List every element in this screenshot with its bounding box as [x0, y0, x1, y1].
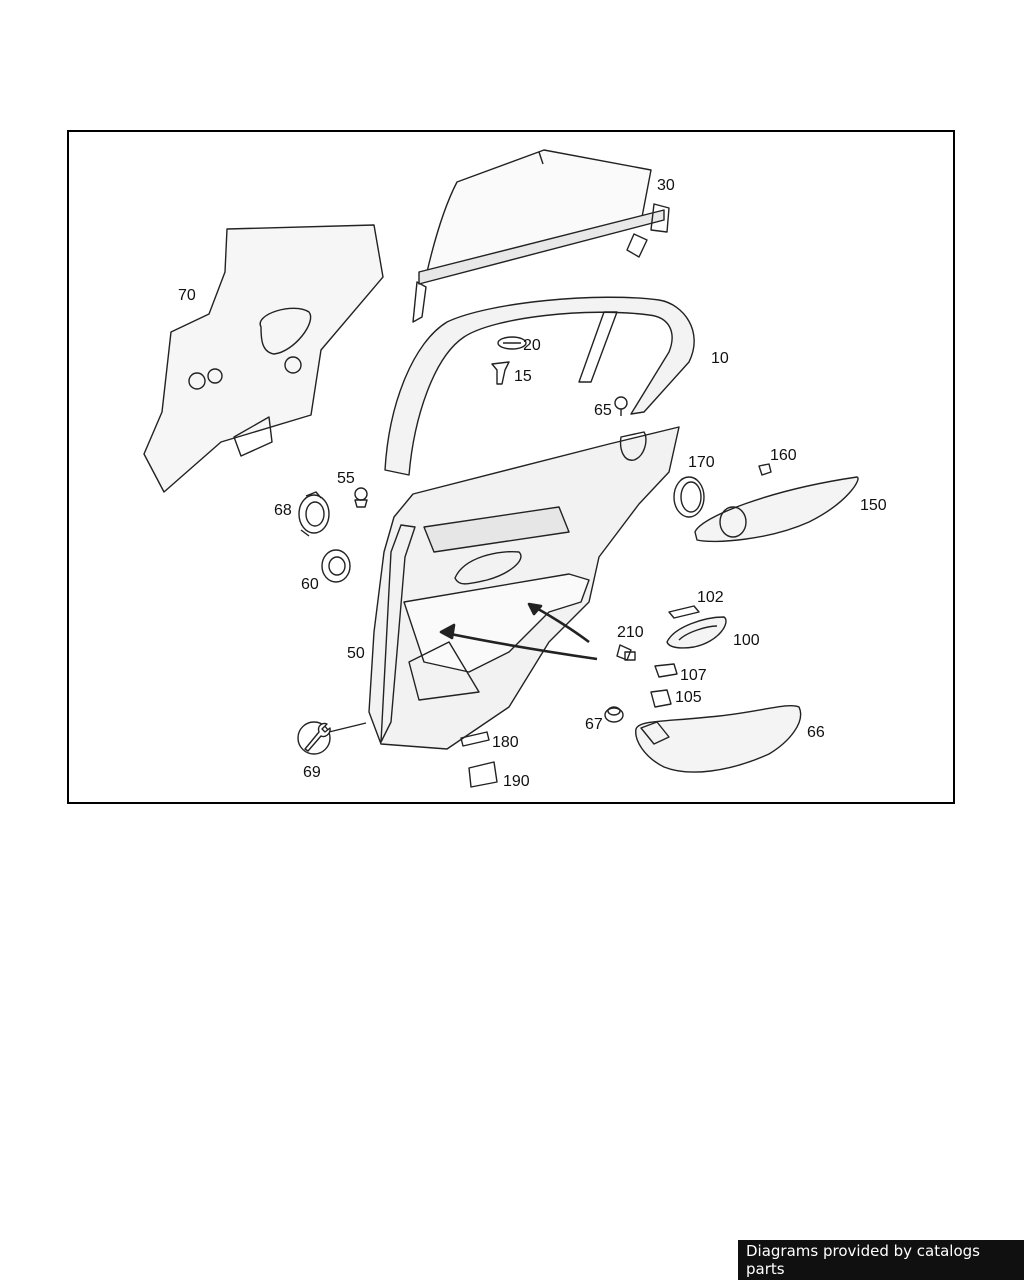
part-60-speaker[interactable]: [321, 549, 351, 583]
callout-60[interactable]: 60: [301, 576, 319, 593]
callout-20[interactable]: 20: [523, 337, 541, 354]
callout-160[interactable]: 160: [770, 447, 797, 464]
part-160-clip[interactable]: [758, 463, 772, 476]
parts-diagram-frame: 70 30 20 15 10 65 55 68 60 50 170 160 15…: [67, 130, 955, 804]
part-10-window-frame-trim[interactable]: [384, 296, 695, 476]
callout-labels: 70 30 20 15 10 65 55 68 60 50 170 160 15…: [178, 177, 887, 790]
exploded-parts-diagram: 70 30 20 15 10 65 55 68 60 50 170 160 15…: [143, 149, 887, 790]
part-50-door-trim-panel[interactable]: [368, 426, 680, 750]
credit-banner: Diagrams provided by catalogs parts: [738, 1240, 1024, 1280]
part-180-lamp[interactable]: [460, 731, 490, 747]
part-55-clip[interactable]: [354, 487, 368, 508]
part-69-tool-symbol[interactable]: [297, 721, 367, 755]
callout-150[interactable]: 150: [860, 497, 887, 514]
part-20-emblem[interactable]: [497, 336, 527, 350]
callout-100[interactable]: 100: [733, 632, 760, 649]
callout-50[interactable]: 50: [347, 645, 365, 662]
part-150-trim-strip[interactable]: [694, 476, 859, 543]
part-102-trim[interactable]: [668, 605, 700, 619]
callout-67[interactable]: 67: [585, 716, 603, 733]
callout-69[interactable]: 69: [303, 764, 321, 781]
part-66-armrest[interactable]: [635, 704, 802, 773]
part-70-insulation-sheet[interactable]: [143, 224, 384, 493]
callout-68[interactable]: 68: [274, 502, 292, 519]
part-107-switch[interactable]: [654, 663, 678, 678]
callout-180[interactable]: 180: [492, 734, 519, 751]
callout-210[interactable]: 210: [617, 624, 644, 641]
part-30-sun-blind[interactable]: [412, 149, 670, 323]
part-190-housing[interactable]: [468, 761, 498, 788]
part-100-handle-bezel[interactable]: [666, 616, 727, 649]
callout-105[interactable]: 105: [675, 689, 702, 706]
callout-70[interactable]: 70: [178, 287, 196, 304]
part-170-tweeter-cover[interactable]: [673, 476, 705, 518]
arrow-210-to-panel: [439, 602, 598, 661]
part-67-grommet[interactable]: [604, 706, 624, 723]
part-15-retainer[interactable]: [491, 361, 510, 385]
callout-190[interactable]: 190: [503, 773, 530, 790]
part-105-switch[interactable]: [650, 689, 672, 708]
credit-text: Diagrams provided by catalogs parts: [746, 1242, 980, 1278]
callout-107[interactable]: 107: [680, 667, 707, 684]
callout-65[interactable]: 65: [594, 402, 612, 419]
part-210-bolt[interactable]: [616, 644, 636, 661]
part-68-speaker-ring[interactable]: [298, 491, 330, 537]
part-65-clip[interactable]: [614, 396, 628, 416]
callout-170[interactable]: 170: [688, 454, 715, 471]
callout-30[interactable]: 30: [657, 177, 675, 194]
callout-55[interactable]: 55: [337, 470, 355, 487]
callout-102[interactable]: 102: [697, 589, 724, 606]
callout-15[interactable]: 15: [514, 368, 532, 385]
callout-66[interactable]: 66: [807, 724, 825, 741]
callout-10[interactable]: 10: [711, 350, 729, 367]
